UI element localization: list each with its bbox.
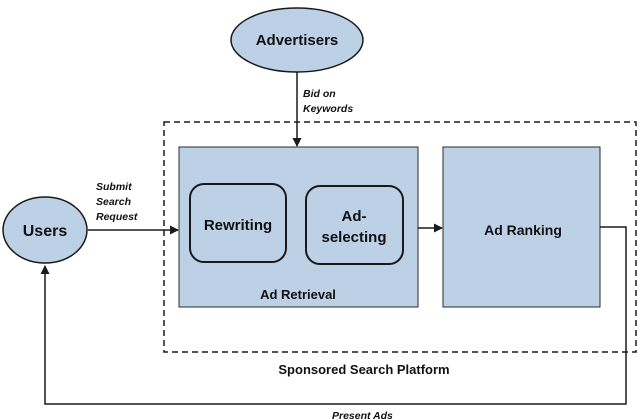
submit-label-line1: Submit	[96, 181, 132, 193]
present-ads-label: Present Ads	[332, 410, 393, 420]
users-node	[2, 196, 88, 264]
bid-label-line2: Keywords	[303, 103, 353, 115]
submit-label-line2: Search	[96, 196, 131, 208]
platform-label: Sponsored Search Platform	[278, 362, 449, 377]
users-label: Users	[23, 223, 68, 240]
ad-selecting-box	[305, 185, 404, 265]
ad-selecting-label-line1: Ad-	[342, 208, 367, 225]
platform-boundary	[163, 121, 637, 353]
submit-label-line3: Request	[96, 211, 138, 223]
ad-retrieval-label: Ad Retrieval	[260, 287, 336, 302]
ad-selecting-label-line2: selecting	[321, 229, 386, 246]
advertisers-label: Advertisers	[256, 32, 339, 49]
bid-label-line1: Bid on	[303, 88, 336, 100]
rewriting-label: Rewriting	[204, 217, 272, 234]
rewriting-box	[189, 183, 287, 263]
edge-present-ads	[40, 226, 627, 405]
ad-ranking-label: Ad Ranking	[484, 222, 562, 238]
